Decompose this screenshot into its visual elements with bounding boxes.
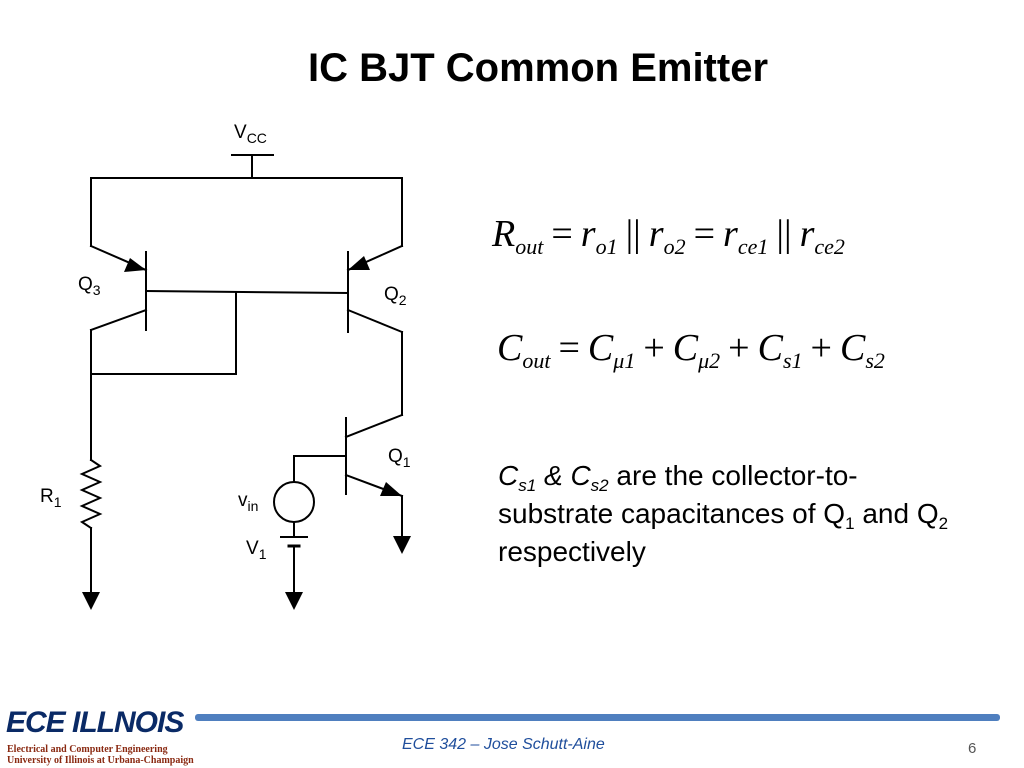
logo-line2: University of Illinois at Urbana-Champai… (7, 755, 194, 766)
cout-t2: C (672, 327, 699, 369)
desc-c1-sub: s1 (518, 476, 537, 495)
rout-t1: r (580, 213, 596, 255)
q1-label: Q1 (388, 446, 411, 470)
desc-amp: & (536, 460, 571, 491)
rout-par1: || (625, 213, 641, 255)
q3-collector (89, 308, 148, 332)
desc-c2: C (570, 460, 591, 491)
ece-illinois-logo: ECE ILLNOIS (6, 706, 184, 739)
desc-text2: and Q (854, 498, 939, 529)
cout-plus3: + (810, 327, 832, 369)
cout-plus1: + (643, 327, 665, 369)
capacitance-description: Cs1 & Cs2 are the collector-to-substrate… (498, 457, 968, 571)
slide-title: IC BJT Common Emitter (307, 46, 769, 90)
cout-plus2: + (728, 327, 750, 369)
rout-eq: = (551, 213, 573, 255)
course-footer: ECE 342 – Jose Schutt-Aine (402, 736, 605, 753)
cout-eq: = (558, 327, 580, 369)
desc-c1: C (498, 460, 519, 491)
q3-label: Q3 (78, 274, 101, 298)
rout-t3-sub: ce1 (737, 234, 769, 259)
cout-t3-sub: s1 (782, 348, 803, 373)
rout-eq2: = (693, 213, 716, 255)
cout-t4: C (839, 327, 866, 369)
cout-equation: Cout=Cμ1+Cμ2+Cs1+Cs2 (497, 326, 885, 373)
cout-t1-sub: μ1 (613, 348, 636, 373)
desc-text1: are the collector-to-substrate capacitan… (498, 460, 858, 529)
cout-lhs-sub: out (522, 348, 551, 373)
ground-arrow-v1 (285, 592, 303, 610)
rout-t3: r (723, 213, 738, 255)
desc-c2-sub: s2 (590, 476, 609, 495)
vcc-label: VCC (234, 122, 267, 146)
q2-collector (346, 308, 404, 334)
rout-t4: r (799, 213, 815, 255)
rout-t1-sub: o1 (595, 234, 618, 259)
footer-bar (195, 714, 1000, 721)
v1-label: V1 (246, 538, 267, 562)
rout-lhs-sub: out (515, 234, 544, 259)
desc-q2-sub: 2 (938, 514, 949, 533)
desc-text3: respectively (498, 536, 646, 567)
ground-arrow-q1 (393, 536, 411, 554)
cout-lhs: C (497, 327, 523, 369)
q1-emitter-arrow (380, 482, 402, 496)
cout-t1: C (587, 327, 614, 369)
cout-t2-sub: μ2 (698, 348, 721, 373)
q2-label: Q2 (384, 284, 407, 308)
q3-emitter-arrow (124, 258, 146, 272)
r1-label: R1 (40, 486, 62, 510)
logo-line1: Electrical and Computer Engineering (7, 744, 168, 755)
r1-resistor (79, 458, 103, 530)
circuit-diagram: VCC Q3 Q2 Q1 R1 vin V1 (40, 122, 411, 610)
rout-t2-sub: o2 (663, 234, 686, 259)
rout-par2: || (776, 213, 792, 255)
base-link (144, 289, 350, 295)
logo-subtitle: Electrical and Computer Engineering Univ… (7, 744, 197, 766)
cout-t4-sub: s2 (865, 348, 885, 373)
desc-q1-sub: 1 (845, 514, 855, 533)
vin-label: vin (238, 490, 258, 514)
cout-t3: C (757, 327, 783, 369)
rout-equation: Rout=ro1||ro2=rce1||rce2 (492, 212, 845, 259)
rout-lhs: R (492, 213, 516, 255)
page-number: 6 (968, 740, 977, 757)
ground-arrow-r1 (82, 592, 100, 610)
vin-source (273, 481, 315, 523)
q2-emitter-arrow (348, 256, 370, 270)
rout-t2: r (648, 213, 664, 255)
q1-collector (344, 413, 404, 439)
rout-t4-sub: ce2 (814, 234, 845, 259)
